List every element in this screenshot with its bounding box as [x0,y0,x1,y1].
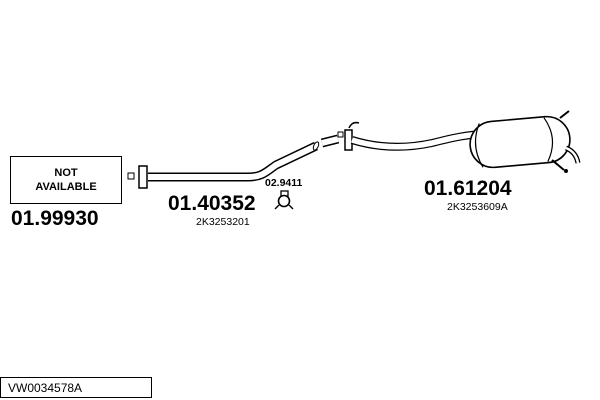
drawing-reference: VW0034578A [8,380,83,395]
muffler-body [469,115,571,169]
rear-pipe-flange [344,121,360,151]
oem-number-middle: 2K3253201 [196,216,250,228]
connector-sleeve [320,131,344,148]
not-available-line2: AVAILABLE [35,180,97,193]
tailpipe [564,145,581,164]
oem-number-rear: 2K3253609A [447,201,508,213]
clamp-icon [274,190,294,210]
drawing-reference-box: VW0034578A [0,377,152,398]
not-available-line1: NOT [54,166,78,179]
rear-pipe [350,130,489,151]
part-number-middle: 01.40352 [168,192,256,215]
not-available-box: NOT AVAILABLE [10,156,122,204]
part-number-left: 01.99930 [11,207,99,230]
part-number-rear: 01.61204 [424,177,512,200]
hanger-bracket [551,110,570,173]
middle-pipe [148,141,320,182]
middle-pipe-flange [138,165,148,189]
clamp-part-number: 02.9411 [265,177,303,189]
joint-marker-left [127,172,135,180]
joint-marker-middle [337,131,344,138]
